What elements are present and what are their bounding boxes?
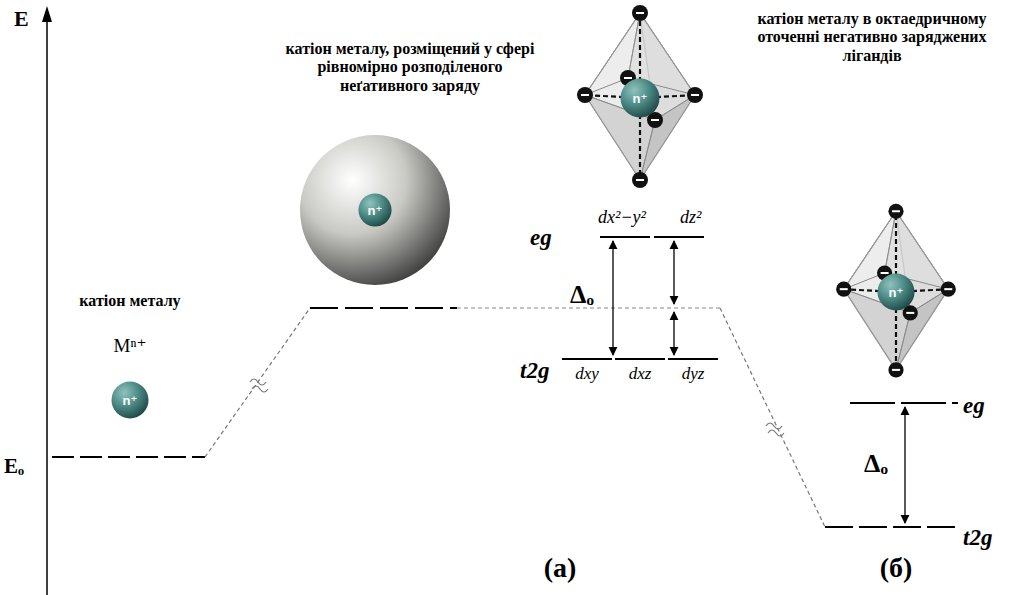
ligand-charge (691, 94, 699, 96)
octahedron (577, 5, 703, 188)
axis-arrow (42, 6, 52, 22)
axis-break (250, 379, 268, 392)
charge-sphere (300, 135, 450, 285)
orbital-label: dxz (629, 364, 652, 384)
panel-label: (б) (880, 552, 913, 584)
free-ion-level (52, 456, 205, 458)
level-label: eg (963, 393, 985, 419)
splitting-label: Δₒ (864, 449, 888, 479)
ligand-charge (944, 288, 952, 290)
ion-symbol: Mⁿ⁺ (114, 335, 147, 357)
delta-arrows (613, 241, 674, 355)
caption-text: катіон металу (79, 292, 180, 310)
ligand (577, 87, 593, 103)
ion-charge: n⁺ (123, 393, 138, 408)
ligand-charge (651, 119, 659, 121)
ligand (888, 362, 903, 377)
ligand-charge (636, 179, 644, 181)
ligand-charge (892, 369, 900, 371)
ligand-charge (906, 312, 914, 314)
metal-ion: n⁺ (620, 78, 660, 118)
level-label: t2g (963, 525, 992, 551)
ligand (632, 5, 648, 21)
ion-charge: n⁺ (368, 203, 383, 218)
metal-ion: n⁺ (111, 381, 149, 419)
energy-level-label: Eₒ (4, 454, 24, 478)
axis-break (766, 423, 784, 436)
orbital-label: dxy (575, 364, 599, 384)
eg-level (850, 402, 958, 404)
caption-text: катіон металу в октаедричному оточенні н… (747, 10, 997, 65)
orbital-label: dyz (682, 364, 705, 384)
ligand (941, 282, 956, 297)
ligand-charge (624, 77, 632, 79)
ligand (888, 204, 903, 219)
panel-label: (а) (544, 552, 577, 584)
octahedron (836, 204, 956, 378)
splitting-label: Δₒ (570, 280, 594, 310)
octahedron-edge (844, 211, 949, 370)
caption-text: катіон металу, розміщений у сфері рівном… (273, 40, 548, 95)
delta-arrow (904, 407, 905, 523)
metal-ion: n⁺ (877, 273, 915, 311)
level-label: eg (530, 225, 552, 251)
ligand (687, 87, 703, 103)
ligand-charge (636, 12, 644, 14)
orbital-label: dz² (680, 207, 701, 228)
guide-line (720, 308, 825, 527)
axis-label: E (14, 6, 29, 31)
metal-ion: n⁺ (358, 193, 392, 227)
ligand-charge (581, 94, 589, 96)
ligand-charge (881, 272, 889, 274)
ligand-charge (892, 210, 900, 212)
t2g-level (825, 526, 960, 528)
energy-axis (46, 18, 48, 595)
ion-charge: n⁺ (889, 285, 904, 300)
ligand (632, 172, 648, 188)
level-label: t2g (520, 358, 549, 384)
orbital-label: dx²−y² (598, 207, 646, 228)
split-levels (562, 237, 718, 359)
spherical-level (310, 307, 457, 309)
ligand (836, 282, 851, 297)
ligand-charge (840, 288, 848, 290)
octahedron-edge (585, 13, 695, 180)
ion-charge: n⁺ (633, 91, 648, 106)
guide-line (205, 308, 310, 457)
